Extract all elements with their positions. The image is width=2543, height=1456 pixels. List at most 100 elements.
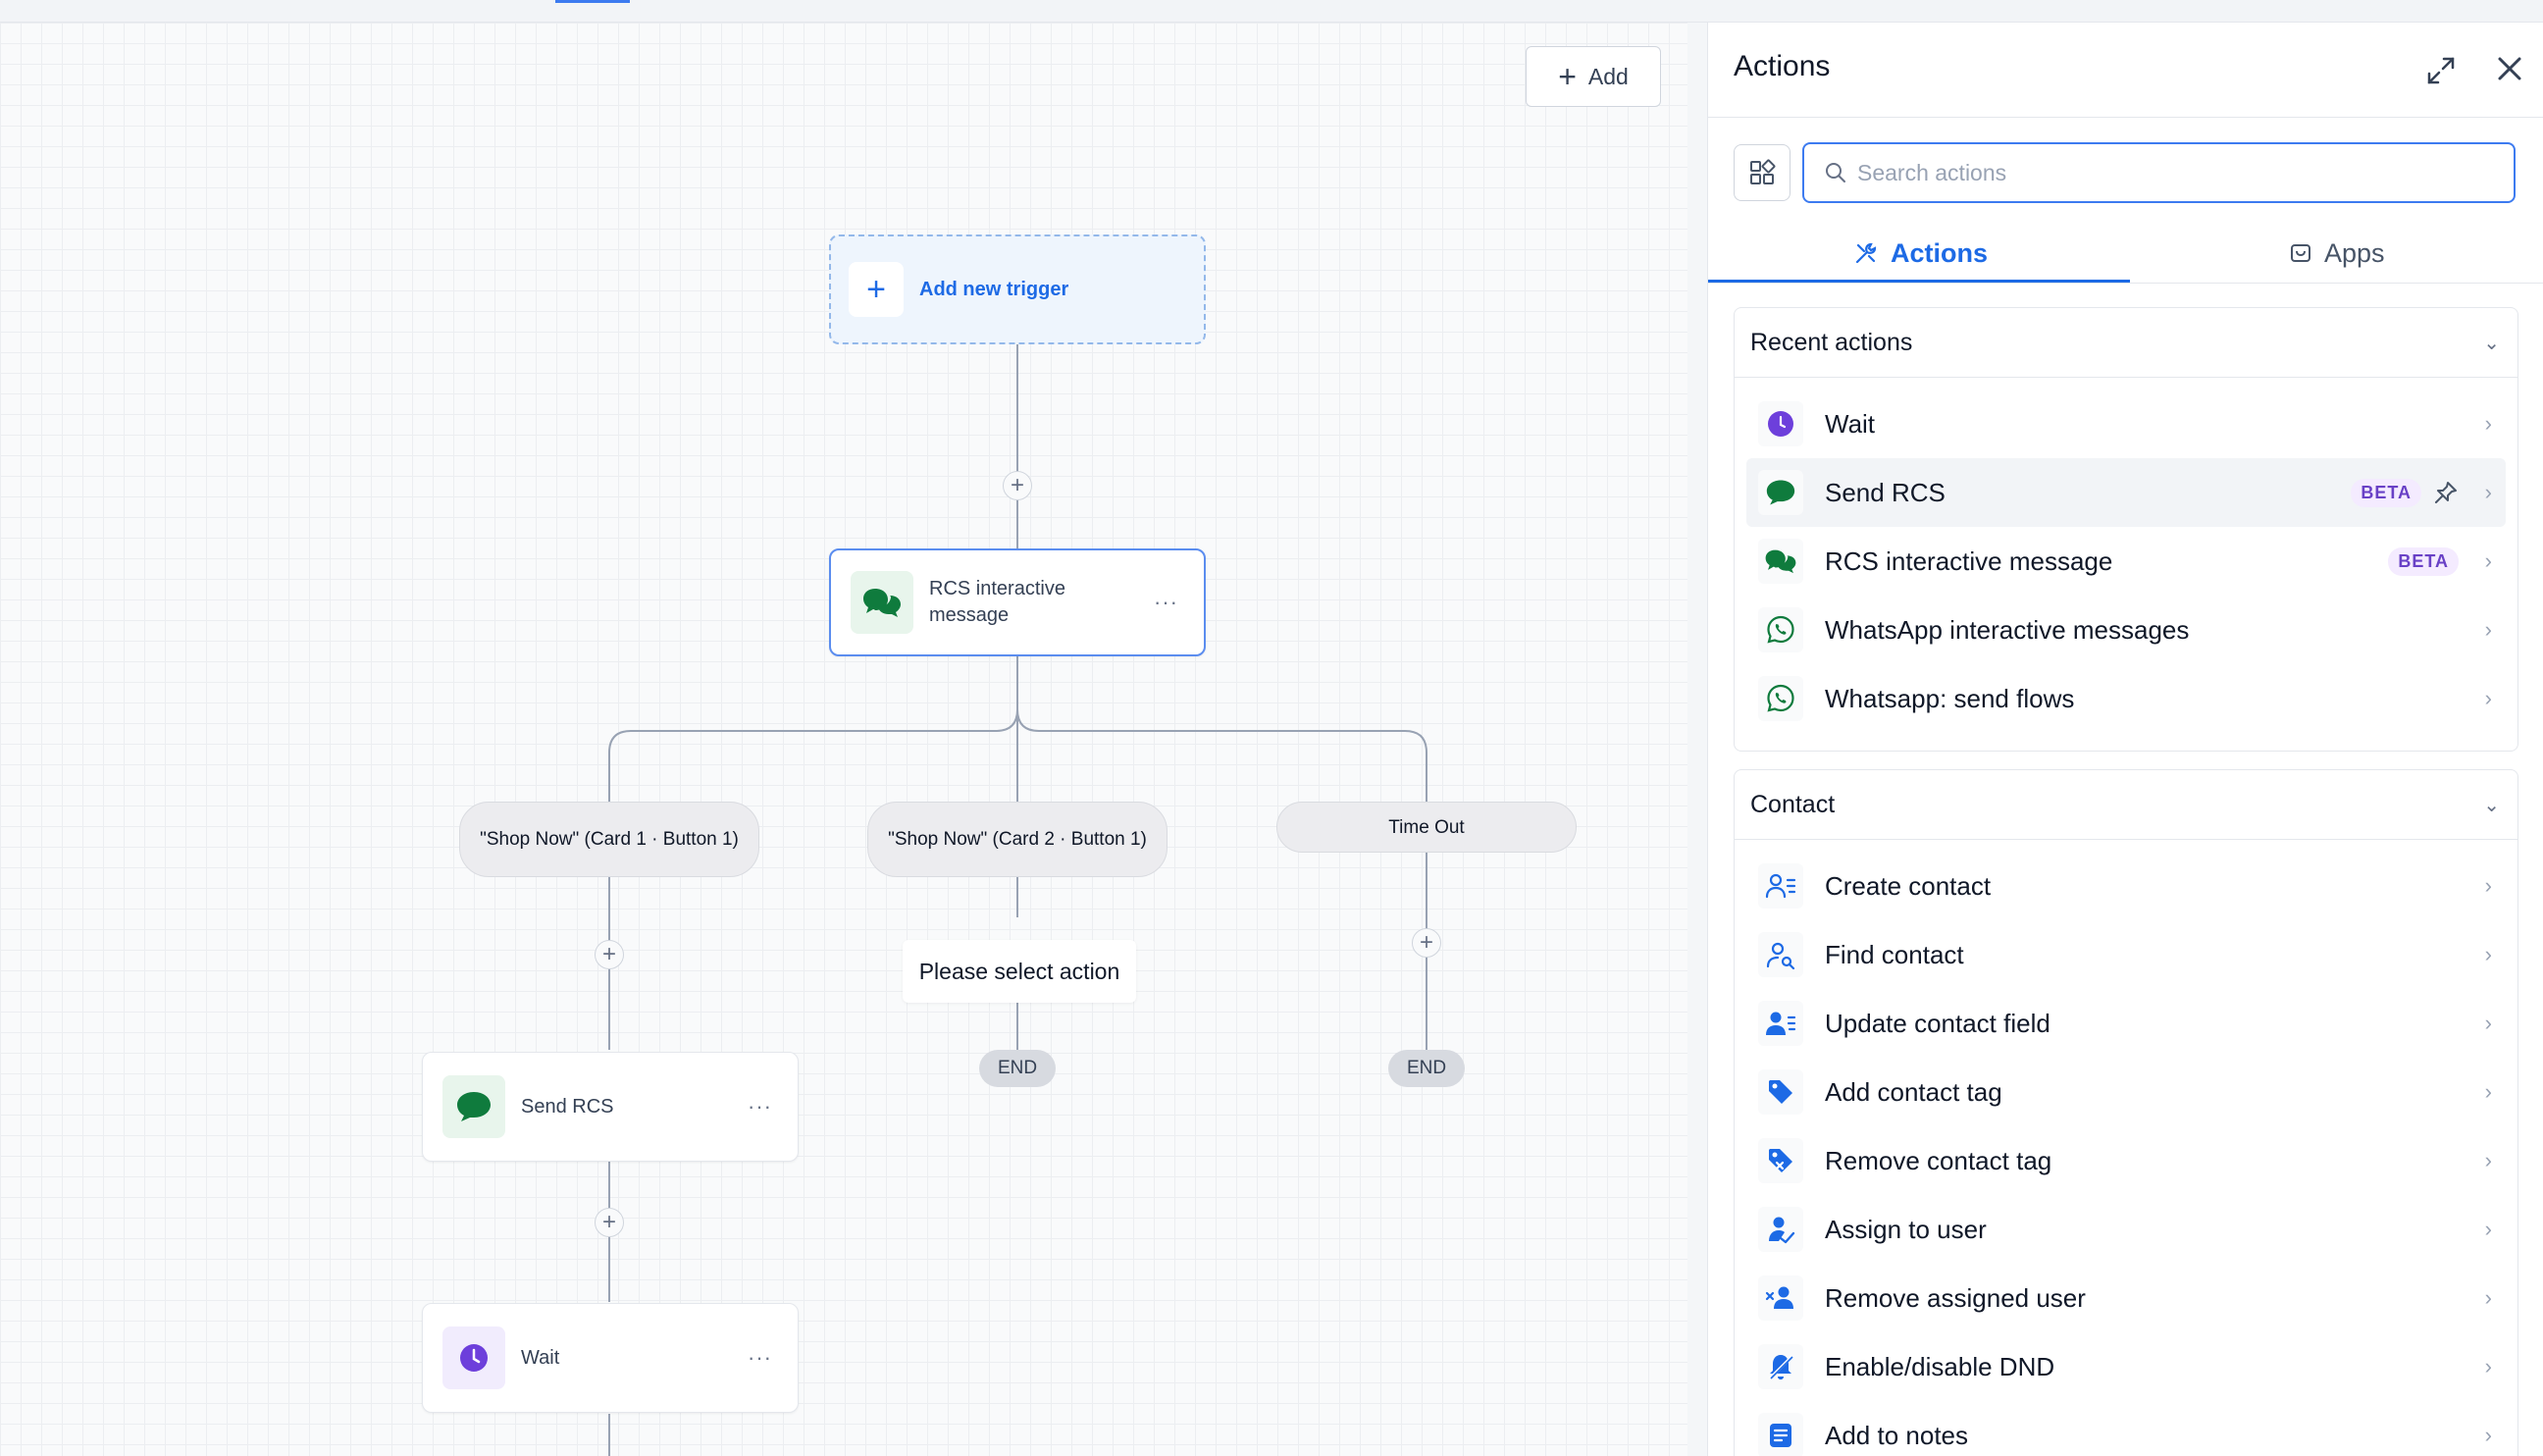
action-label: Remove assigned user [1825,1282,2086,1313]
action-item-update-contact-field[interactable]: Update contact field › [1746,989,2506,1058]
search-icon [1826,163,1845,182]
more-options-icon[interactable]: ··· [1154,590,1178,614]
action-item-create-contact[interactable]: Create contact › [1746,852,2506,920]
chevron-right-icon: › [2484,1011,2492,1035]
expand-icon[interactable] [2424,54,2458,87]
action-item-find-contact[interactable]: Find contact › [1746,920,2506,989]
assign-user-icon [1758,1207,1803,1252]
chevron-right-icon: › [2484,1354,2492,1378]
action-item-remove-contact-tag[interactable]: Remove contact tag › [1746,1126,2506,1195]
top-strip [0,0,2543,23]
action-label: Remove contact tag [1825,1145,2052,1175]
wait-node[interactable]: Wait ··· [422,1303,799,1413]
chat-bubbles-icon [851,571,913,634]
search-field[interactable] [1802,142,2516,203]
beta-badge: BETA [2388,546,2459,576]
action-label: Send RCS [1825,477,1946,507]
more-options-icon[interactable]: ··· [748,1345,772,1370]
remove-tag-icon [1758,1138,1803,1183]
action-item-send-rcs[interactable]: Send RCS BETA › [1746,458,2506,527]
send-rcs-node[interactable]: Send RCS ··· [422,1052,799,1162]
tab-label: Apps [2324,237,2385,268]
end-marker: END [1388,1050,1465,1087]
active-tab-underline [1708,280,2130,283]
action-label: Assign to user [1825,1214,1987,1244]
rcs-interactive-node[interactable]: RCS interactive message ··· [829,548,1206,656]
remove-user-icon [1758,1275,1803,1321]
select-action-placeholder[interactable]: Please select action [903,940,1136,1003]
action-item-whatsapp-interactive[interactable]: WhatsApp interactive messages › [1746,596,2506,664]
branch-pill-card1[interactable]: "Shop Now" (Card 1 · Button 1) [459,802,759,877]
chevron-down-icon: ⌄ [2483,332,2500,354]
contact-section: Contact ⌄ Create contact › Find contact … [1734,769,2518,1456]
pin-icon[interactable] [2433,480,2459,505]
action-label: Create contact [1825,870,1992,901]
tag-icon [1758,1069,1803,1115]
whatsapp-icon [1758,607,1803,652]
action-label: Update contact field [1825,1008,2050,1038]
chevron-right-icon: › [2484,548,2492,573]
action-label: Whatsapp: send flows [1825,683,2075,713]
action-item-add-contact-tag[interactable]: Add contact tag › [1746,1058,2506,1126]
close-icon[interactable] [2493,52,2526,85]
action-item-wait[interactable]: Wait › [1746,390,2506,458]
panel-header: Actions [1708,23,2543,118]
recent-actions-section: Recent actions ⌄ Wait › Send RCS BETA [1734,307,2518,752]
clock-icon [1758,401,1803,446]
action-item-rcs-interactive[interactable]: RCS interactive message BETA › [1746,527,2506,596]
whatsapp-icon [1758,676,1803,721]
more-options-icon[interactable]: ··· [748,1094,772,1118]
section-title: Recent actions [1750,328,1913,356]
action-item-assign-to-user[interactable]: Assign to user › [1746,1195,2506,1264]
action-label: Find contact [1825,939,1964,969]
action-item-remove-assigned-user[interactable]: Remove assigned user › [1746,1264,2506,1332]
action-label: WhatsApp interactive messages [1825,614,2190,645]
end-marker: END [979,1050,1056,1087]
panel-tabs: Actions Apps [1708,224,2543,284]
node-label: Wait [521,1346,560,1369]
action-item-enable-disable-dnd[interactable]: Enable/disable DND › [1746,1332,2506,1401]
action-label: Enable/disable DND [1825,1351,2055,1381]
panel-title: Actions [1734,50,1831,82]
chevron-right-icon: › [2484,942,2492,966]
add-step-button[interactable]: + [595,940,624,969]
action-label: RCS interactive message [1825,546,2113,576]
chevron-right-icon: › [2484,480,2492,504]
action-label: Add to notes [1825,1420,1968,1450]
beta-badge: BETA [2351,478,2421,507]
node-label: Send RCS [521,1095,614,1118]
add-button[interactable]: + Add [1526,46,1661,107]
chevron-down-icon: ⌄ [2483,794,2500,816]
branch-pill-timeout[interactable]: Time Out [1276,802,1577,853]
add-step-button[interactable]: + [1412,928,1441,958]
search-input[interactable] [1855,158,2487,187]
section-title: Contact [1750,790,1836,818]
chat-bubbles-icon [1758,539,1803,584]
chevron-right-icon: › [2484,411,2492,436]
workflow-canvas[interactable]: + Add + Add new trigger + RCS interactiv… [0,23,1687,1456]
dnd-icon [1758,1344,1803,1389]
chevron-right-icon: › [2484,1079,2492,1104]
chevron-right-icon: › [2484,617,2492,642]
contact-list-icon [1758,863,1803,909]
notes-icon [1758,1413,1803,1456]
chevron-right-icon: › [2484,1217,2492,1241]
add-button-label: Add [1587,63,1629,89]
add-trigger-node[interactable]: + Add new trigger [829,234,1206,344]
tab-apps[interactable]: Apps [2289,224,2385,283]
section-header[interactable]: Contact ⌄ [1735,770,2517,840]
branch-pill-card2[interactable]: "Shop Now" (Card 2 · Button 1) [867,802,1168,877]
action-label: Add contact tag [1825,1076,2002,1107]
chevron-right-icon: › [2484,1285,2492,1310]
add-step-button[interactable]: + [1003,471,1032,500]
tab-actions[interactable]: Actions [1853,224,1988,283]
chat-bubble-icon [442,1075,505,1138]
action-item-whatsapp-flows[interactable]: Whatsapp: send flows › [1746,664,2506,733]
tools-icon [1855,242,1877,264]
chevron-right-icon: › [2484,1423,2492,1447]
add-step-button[interactable]: + [595,1208,624,1237]
section-header[interactable]: Recent actions ⌄ [1735,308,2517,378]
trigger-label: Add new trigger [919,278,1069,300]
action-item-add-to-notes[interactable]: Add to notes › [1746,1401,2506,1456]
layout-toggle-button[interactable] [1734,144,1790,201]
